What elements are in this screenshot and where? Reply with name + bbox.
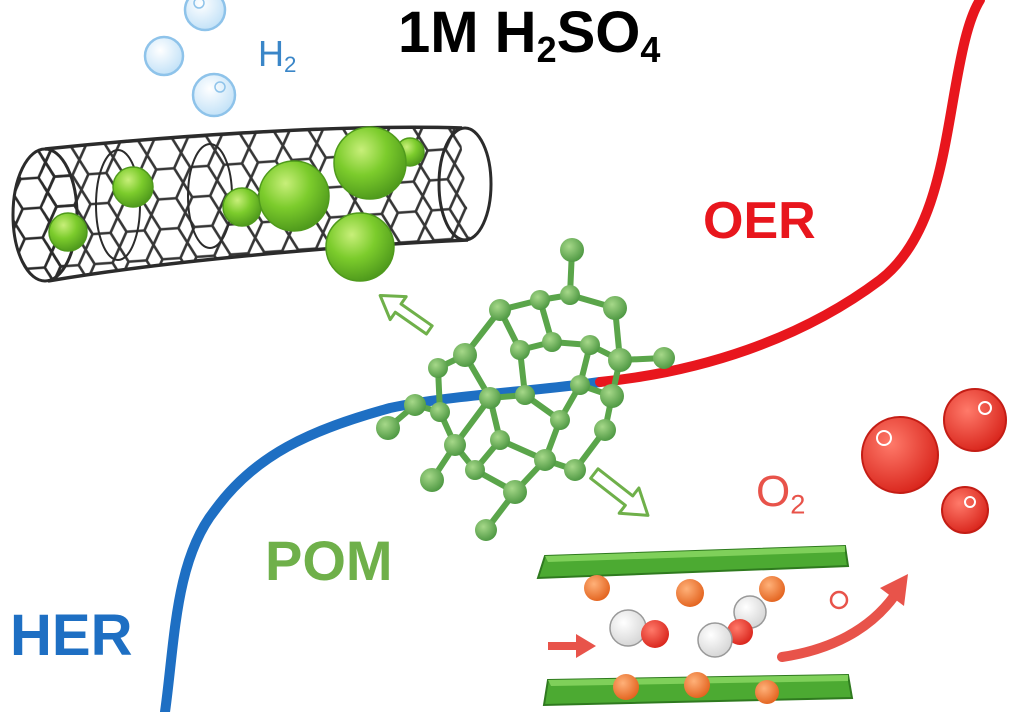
oer-curve xyxy=(595,0,985,387)
pom-atoms xyxy=(376,238,675,541)
title-sub-1: 2 xyxy=(536,29,557,71)
title-mid: SO xyxy=(556,0,641,65)
h2-label: H2 xyxy=(258,36,296,77)
pom-label: POM xyxy=(265,529,393,592)
h2-sub: 2 xyxy=(284,52,297,78)
oer-label: OER xyxy=(703,192,816,250)
electrolyte-title: 1M H2SO4 xyxy=(398,4,660,68)
o2-sub: 2 xyxy=(790,488,806,520)
interlayer-ions xyxy=(584,575,785,704)
h2-main: H xyxy=(258,33,284,74)
o2-label: O2 xyxy=(756,470,805,518)
o2-bubbles xyxy=(861,388,1007,534)
outline-arrow-down xyxy=(589,467,650,517)
outline-arrow-up xyxy=(378,293,434,336)
catalyst-spheres xyxy=(48,126,425,282)
title-sub-2: 4 xyxy=(640,29,661,71)
her-label: HER xyxy=(10,603,133,668)
polarization-curve xyxy=(160,0,985,712)
red-arrow-out xyxy=(777,574,908,662)
red-arrow-in xyxy=(548,634,596,658)
h2-bubbles xyxy=(143,0,237,118)
o2-main: O xyxy=(756,467,791,516)
title-main: 1M H xyxy=(398,0,537,65)
